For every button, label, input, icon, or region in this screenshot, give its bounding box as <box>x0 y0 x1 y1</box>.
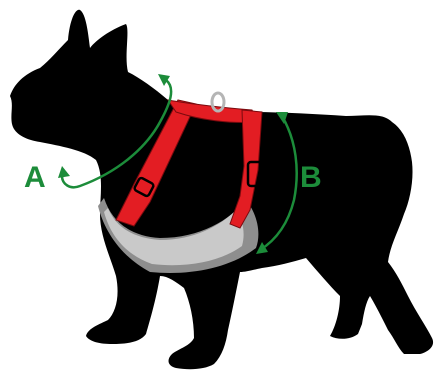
measurement-a-head-bottom <box>58 166 70 178</box>
dog-body <box>10 10 433 369</box>
measurement-b-label: B <box>300 163 322 193</box>
measurement-a-label: A <box>24 163 46 193</box>
dog-silhouette <box>10 10 433 369</box>
